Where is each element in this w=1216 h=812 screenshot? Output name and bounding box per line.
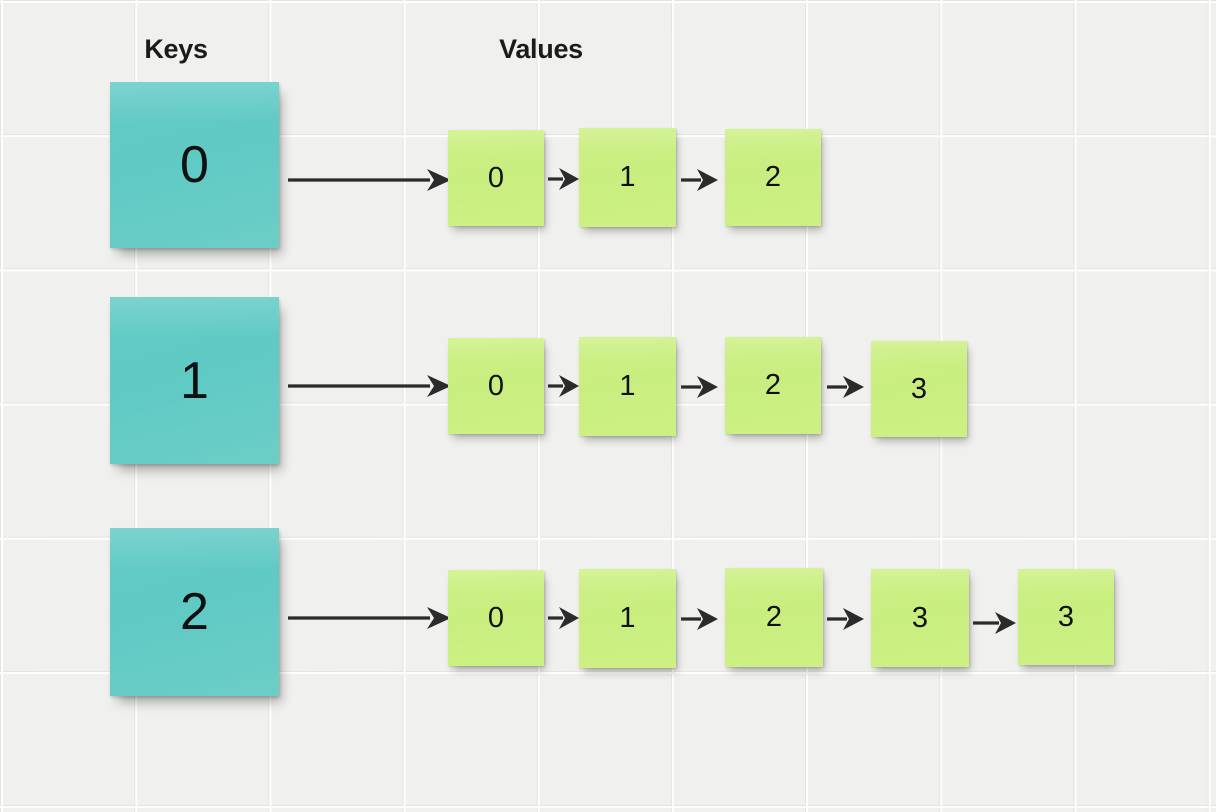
value-link-arrow-2-0: [548, 607, 579, 629]
value-card-label: 0: [487, 369, 505, 402]
value-card-2-0[interactable]: 0: [448, 570, 544, 666]
value-card-0-1[interactable]: 1: [579, 128, 676, 227]
value-card-label: 1: [619, 161, 636, 193]
value-card-label: 3: [910, 372, 928, 405]
value-link-arrow-2-2: [827, 608, 864, 630]
value-card-1-0[interactable]: 0: [448, 338, 544, 434]
value-link-arrow-2-1: [681, 608, 718, 630]
value-card-1-1[interactable]: 1: [579, 337, 676, 436]
keys-column-heading: Keys: [144, 34, 208, 64]
value-link-arrow-0-1: [681, 169, 718, 191]
value-card-label: 0: [487, 161, 505, 194]
value-link-arrow-2-3: [973, 612, 1016, 634]
key-to-values-arrow-1: [288, 375, 451, 397]
value-card-label: 2: [764, 369, 782, 401]
key-card-label: 2: [180, 583, 209, 641]
key-card-label: 1: [180, 351, 209, 410]
value-link-arrow-0-0: [548, 168, 579, 190]
values-column-heading: Values: [499, 34, 583, 64]
key-card-1[interactable]: 1: [110, 297, 279, 464]
value-card-2-2[interactable]: 2: [725, 568, 823, 667]
value-card-2-4[interactable]: 3: [1018, 569, 1114, 665]
key-to-values-arrow-0: [288, 169, 451, 191]
value-link-arrow-1-0: [548, 375, 579, 397]
value-card-0-0[interactable]: 0: [448, 130, 544, 226]
key-to-values-arrow-2: [288, 607, 451, 629]
value-link-arrow-1-1: [681, 376, 718, 398]
value-card-1-2[interactable]: 2: [725, 337, 821, 434]
value-card-0-2[interactable]: 2: [725, 129, 821, 226]
value-card-label: 0: [487, 601, 505, 634]
value-card-label: 1: [619, 370, 636, 402]
value-card-label: 2: [765, 601, 783, 633]
value-card-2-3[interactable]: 3: [871, 569, 969, 667]
key-card-label: 0: [180, 136, 209, 194]
value-card-label: 2: [764, 161, 782, 193]
value-card-label: 3: [911, 601, 929, 634]
key-card-0[interactable]: 0: [110, 82, 279, 248]
value-link-arrow-1-2: [827, 376, 864, 398]
value-card-2-1[interactable]: 1: [579, 569, 676, 668]
key-card-2[interactable]: 2: [110, 528, 279, 696]
value-card-label: 3: [1057, 600, 1075, 633]
value-card-label: 1: [619, 602, 636, 634]
value-card-1-3[interactable]: 3: [871, 341, 967, 437]
